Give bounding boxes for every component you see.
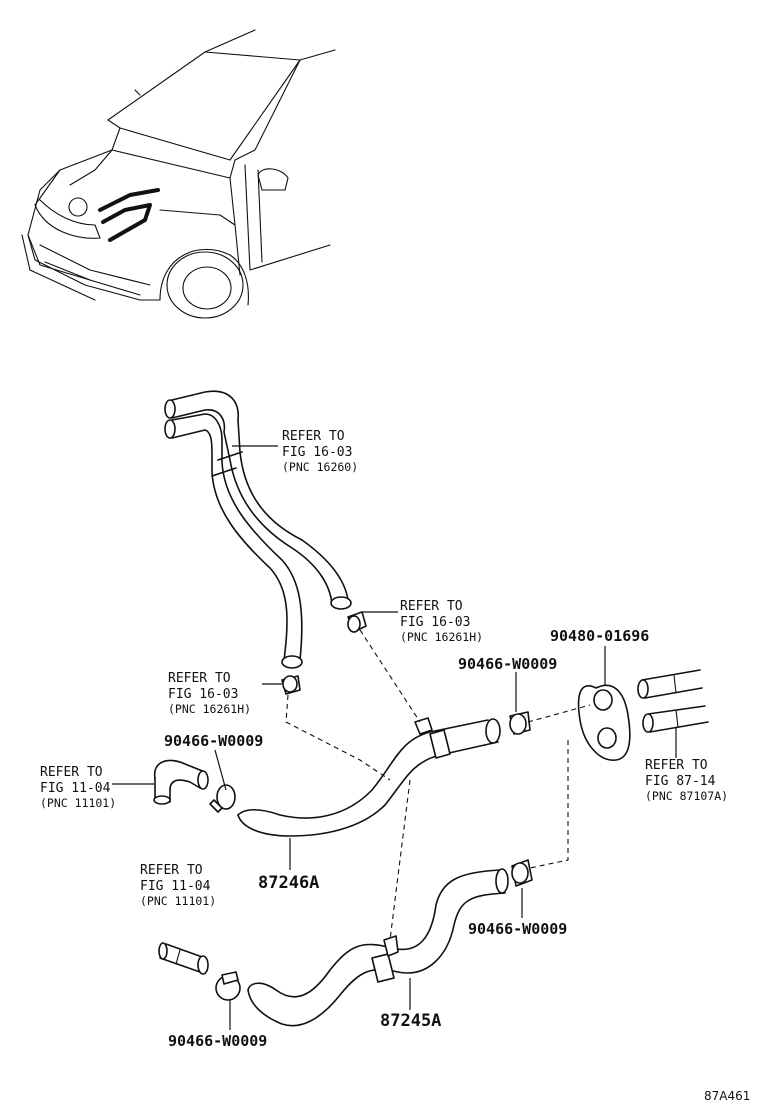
clip-upper-left [209, 784, 236, 813]
part-number-clip-d: 90466-W0009 [168, 1032, 267, 1050]
ref-label-16261h-right: REFER TO FIG 16-03 (PNC 16261H) [400, 599, 483, 644]
hose-87246a [237, 717, 501, 837]
part-number-grommet: 90480-01696 [550, 627, 649, 645]
hose-87245a [247, 868, 509, 1027]
ref-line2: FIG 16-03 [282, 445, 352, 460]
ref-line2: FIG 16-03 [400, 615, 470, 630]
part-number-hose-upper: 87246A [258, 873, 319, 893]
ref-line3: (PNC 11101) [140, 894, 216, 908]
ref-line2: FIG 11-04 [40, 781, 111, 796]
ref-line1: REFER TO [140, 863, 203, 878]
clip-lower-left [215, 971, 241, 1001]
ref-line1: REFER TO [40, 765, 103, 780]
ref-label-11101-upper: REFER TO FIG 11-04 (PNC 11101) [40, 765, 116, 810]
ref-line3: (PNC 16261H) [168, 702, 251, 716]
ref-line3: (PNC 87107A) [645, 789, 728, 803]
connection-lines [285, 629, 591, 941]
clip-right-upper [509, 711, 531, 735]
pipe-fitting-11101 [158, 942, 209, 975]
part-number-clip-c: 90466-W0009 [468, 920, 567, 938]
diagram-code: 87A461 [704, 1089, 750, 1103]
ref-line3: (PNC 16260) [282, 460, 358, 474]
leader-lines [112, 445, 677, 1030]
part-number-clip-a: 90466-W0009 [164, 732, 263, 750]
heater-pipes-87107a [637, 669, 709, 733]
ref-line2: FIG 16-03 [168, 687, 238, 702]
ref-line1: REFER TO [282, 429, 345, 444]
ref-line3: (PNC 16261H) [400, 630, 483, 644]
ref-label-11101-lower: REFER TO FIG 11-04 (PNC 11101) [140, 863, 216, 908]
clamp-16261h-right [347, 611, 367, 633]
elbow-fitting-11101 [153, 759, 209, 805]
ref-label-87107a: REFER TO FIG 87-14 (PNC 87107A) [645, 758, 728, 803]
ref-line1: REFER TO [400, 599, 463, 614]
part-number-hose-lower: 87245A [380, 1011, 441, 1031]
ref-line2: FIG 11-04 [140, 879, 211, 894]
ref-line3: (PNC 11101) [40, 796, 116, 810]
clip-right-lower [511, 859, 533, 887]
ref-label-16261h-left: REFER TO FIG 16-03 (PNC 16261H) [168, 671, 251, 716]
clamp-16261h-left [281, 675, 301, 695]
ref-line1: REFER TO [168, 671, 231, 686]
upper-hose-assembly [164, 390, 352, 669]
grommet-90480 [577, 684, 631, 761]
ref-line2: FIG 87-14 [645, 774, 716, 789]
ref-line1: REFER TO [645, 758, 708, 773]
part-number-clip-b: 90466-W0009 [458, 655, 557, 673]
vehicle-illustration [21, 29, 336, 319]
ref-label-16260: REFER TO FIG 16-03 (PNC 16260) [282, 429, 358, 474]
